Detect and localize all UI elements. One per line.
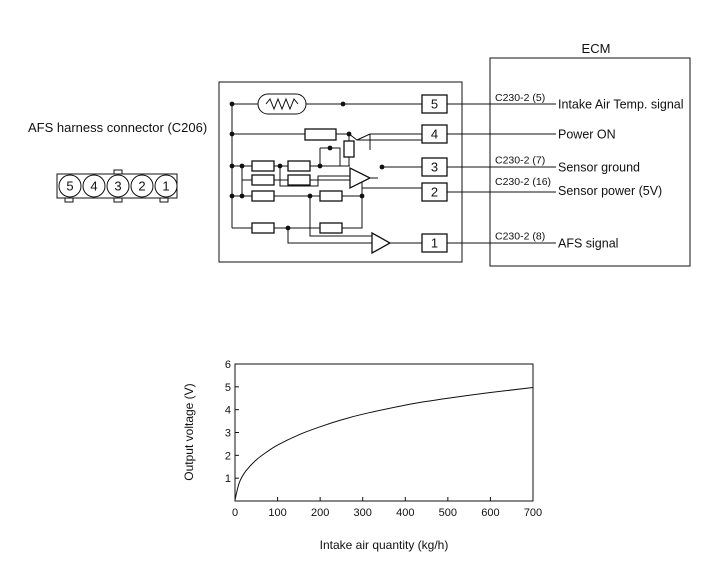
resistor: [319, 190, 343, 202]
x-axis-ticks: 0 100 200 300 400 500 600 700: [232, 497, 542, 519]
y-tick-label: 1: [225, 473, 231, 485]
x-tick-label: 500: [439, 507, 457, 519]
connector-pin-label: 1: [162, 179, 169, 194]
sensor-pin-4: 4: [421, 124, 448, 144]
circuit-signal-3: Sensor ground: [558, 161, 640, 175]
resistor: [251, 174, 275, 186]
x-tick-label: 200: [311, 507, 329, 519]
x-tick-label: 600: [481, 507, 499, 519]
y-axis-label: Output voltage (V): [182, 383, 196, 480]
x-axis-label: Intake air quantity (kg/h): [320, 538, 449, 552]
thermistor: [257, 93, 307, 115]
ecm-title: ECM: [582, 41, 611, 56]
connector-foot-mid: [113, 197, 123, 203]
amplifier: [349, 166, 372, 190]
resistor: [343, 140, 355, 158]
series-line: [234, 387, 534, 501]
connector-pin-3: 3: [106, 174, 130, 198]
connector-pin-label: 2: [138, 179, 145, 194]
connector-pin-label: 3: [114, 179, 121, 194]
junction-dots: [229, 101, 385, 231]
x-tick-label: 100: [268, 507, 286, 519]
circuit-code-2: C230-2 (16): [495, 176, 551, 188]
y-axis-ticks: 1 2 3 4 5 6: [225, 359, 239, 485]
x-tick-label: 400: [396, 507, 414, 519]
circuit-signal-4: Power ON: [558, 128, 616, 142]
sensor-circuit: 5 4 3 2 1: [218, 81, 463, 263]
x-tick-label: 700: [524, 507, 542, 519]
x-tick-label: 0: [232, 507, 238, 519]
output-voltage-chart: 1 2 3 4 5 6 0 100 200 300 400 500 600 700 Intake air…: [182, 359, 542, 552]
circuit-signal-2: Sensor power (5V): [558, 184, 662, 198]
resistor: [319, 222, 343, 234]
connector-foot-right: [159, 197, 169, 203]
circuit-code-5: C230-2 (5): [495, 92, 545, 104]
y-tick-label: 5: [225, 382, 231, 394]
sensor-pin-5: 5: [421, 94, 448, 114]
amplifier: [371, 231, 392, 255]
connector-pin-2: 2: [130, 174, 154, 198]
sensor-pin-1: 1: [421, 233, 448, 253]
y-tick-label: 2: [225, 450, 231, 462]
sensor-pin-label: 3: [431, 160, 438, 175]
y-tick-label: 4: [225, 405, 231, 417]
y-tick-label: 6: [225, 359, 231, 371]
harness-connector: AFS harness connector (C206) 5 4 3 2 1: [28, 120, 207, 203]
resistor: [287, 174, 311, 186]
plot-frame: [234, 363, 534, 502]
sensor-pin-label: 2: [431, 185, 438, 200]
connector-latch: [113, 169, 123, 175]
resistor: [251, 160, 275, 172]
sensor-pin-3: 3: [421, 157, 448, 177]
x-tick-label: 300: [354, 507, 372, 519]
ecm-wires: C230-2 (5) Intake Air Temp. signal Power…: [447, 92, 684, 251]
y-tick-label: 3: [225, 428, 231, 440]
ecm-block: ECM: [489, 41, 691, 267]
resistor: [287, 160, 311, 172]
resistor: [251, 190, 275, 202]
internal-wiring: [231, 103, 422, 244]
sensor-outline: [218, 81, 463, 263]
connector-pin-5: 5: [58, 174, 82, 198]
connector-pin-label: 4: [90, 179, 97, 194]
circuit-signal-5: Intake Air Temp. signal: [558, 98, 684, 112]
resistor: [304, 128, 337, 141]
sensor-pin-label: 5: [431, 97, 438, 112]
circuit-code-3: C230-2 (7): [495, 155, 545, 167]
resistor: [251, 222, 275, 234]
sensor-pin-label: 1: [431, 236, 438, 251]
circuit-signal-1: AFS signal: [558, 237, 618, 251]
resistors: [251, 128, 355, 234]
connector-pin-1: 1: [154, 174, 178, 198]
ecm-outline: [489, 57, 691, 267]
circuit-code-1: C230-2 (8): [495, 231, 545, 243]
sensor-pin-label: 4: [431, 127, 438, 142]
connector-pin-label: 5: [66, 179, 73, 194]
connector-foot-left: [64, 197, 74, 203]
sensor-pin-2: 2: [421, 182, 448, 202]
connector-title: AFS harness connector (C206): [28, 120, 207, 135]
connector-pin-4: 4: [82, 174, 106, 198]
